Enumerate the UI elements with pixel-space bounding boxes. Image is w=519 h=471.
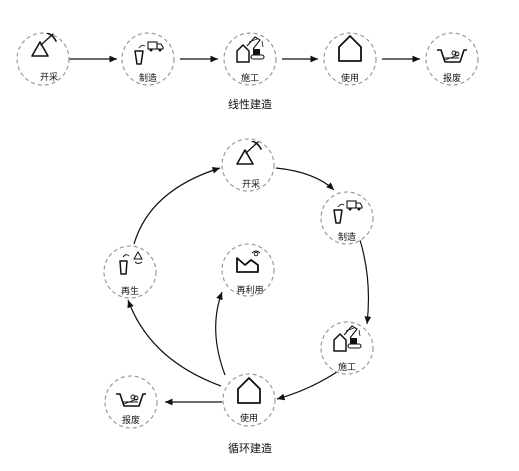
cycle-arrow-manufacturing-to-construction [359, 239, 372, 325]
cycle-arrow-use-to-reuse [215, 291, 226, 376]
linear-title: 线性建造 [228, 97, 272, 111]
cycle-arrow-mining-to-manufacturing [275, 167, 335, 191]
linear-node-mining: 开采 [16, 32, 70, 86]
node-label: 使用 [240, 412, 258, 424]
cycle-arrow-construction-to-use [276, 369, 341, 401]
node-label: 报废 [122, 414, 140, 426]
node-label: 报废 [443, 72, 461, 84]
node-label: 开采 [242, 179, 260, 190]
linear-node-construction: 施工 [223, 32, 277, 86]
node-label: 再生 [121, 285, 139, 297]
linear-node-manufacturing: 制造 [121, 32, 175, 86]
circular-construction: 开采 制造 施工 使用 报废 再生 再利 [103, 138, 374, 455]
circular-title: 循环建造 [228, 441, 272, 455]
node-label: 施工 [338, 361, 356, 373]
linear-node-use: 使用 [323, 32, 377, 86]
circular-node-manufacturing: 制造 [320, 191, 374, 245]
cycle-arrow-recycle-to-mining [133, 167, 221, 245]
node-label: 制造 [139, 72, 157, 84]
cycle-arrow-use-to-recycle [127, 299, 222, 387]
circular-node-reuse: 再利用 [221, 243, 275, 297]
linear-construction: 开采 制造 施工 使用 报废 线性建造 [16, 32, 479, 111]
node-label: 开采 [40, 72, 58, 83]
circular-node-mining: 开采 [221, 138, 275, 192]
circular-node-construction: 施工 [320, 321, 374, 375]
linear-node-scrap: 报废 [425, 32, 479, 86]
node-label: 使用 [341, 72, 359, 84]
node-label: 施工 [241, 72, 259, 84]
circular-node-scrap: 报废 [104, 375, 158, 429]
node-label: 制造 [338, 231, 356, 243]
node-label: 再利用 [236, 284, 263, 296]
circular-node-use: 使用 [222, 373, 276, 427]
circular-node-recycle: 再生 [103, 245, 157, 299]
